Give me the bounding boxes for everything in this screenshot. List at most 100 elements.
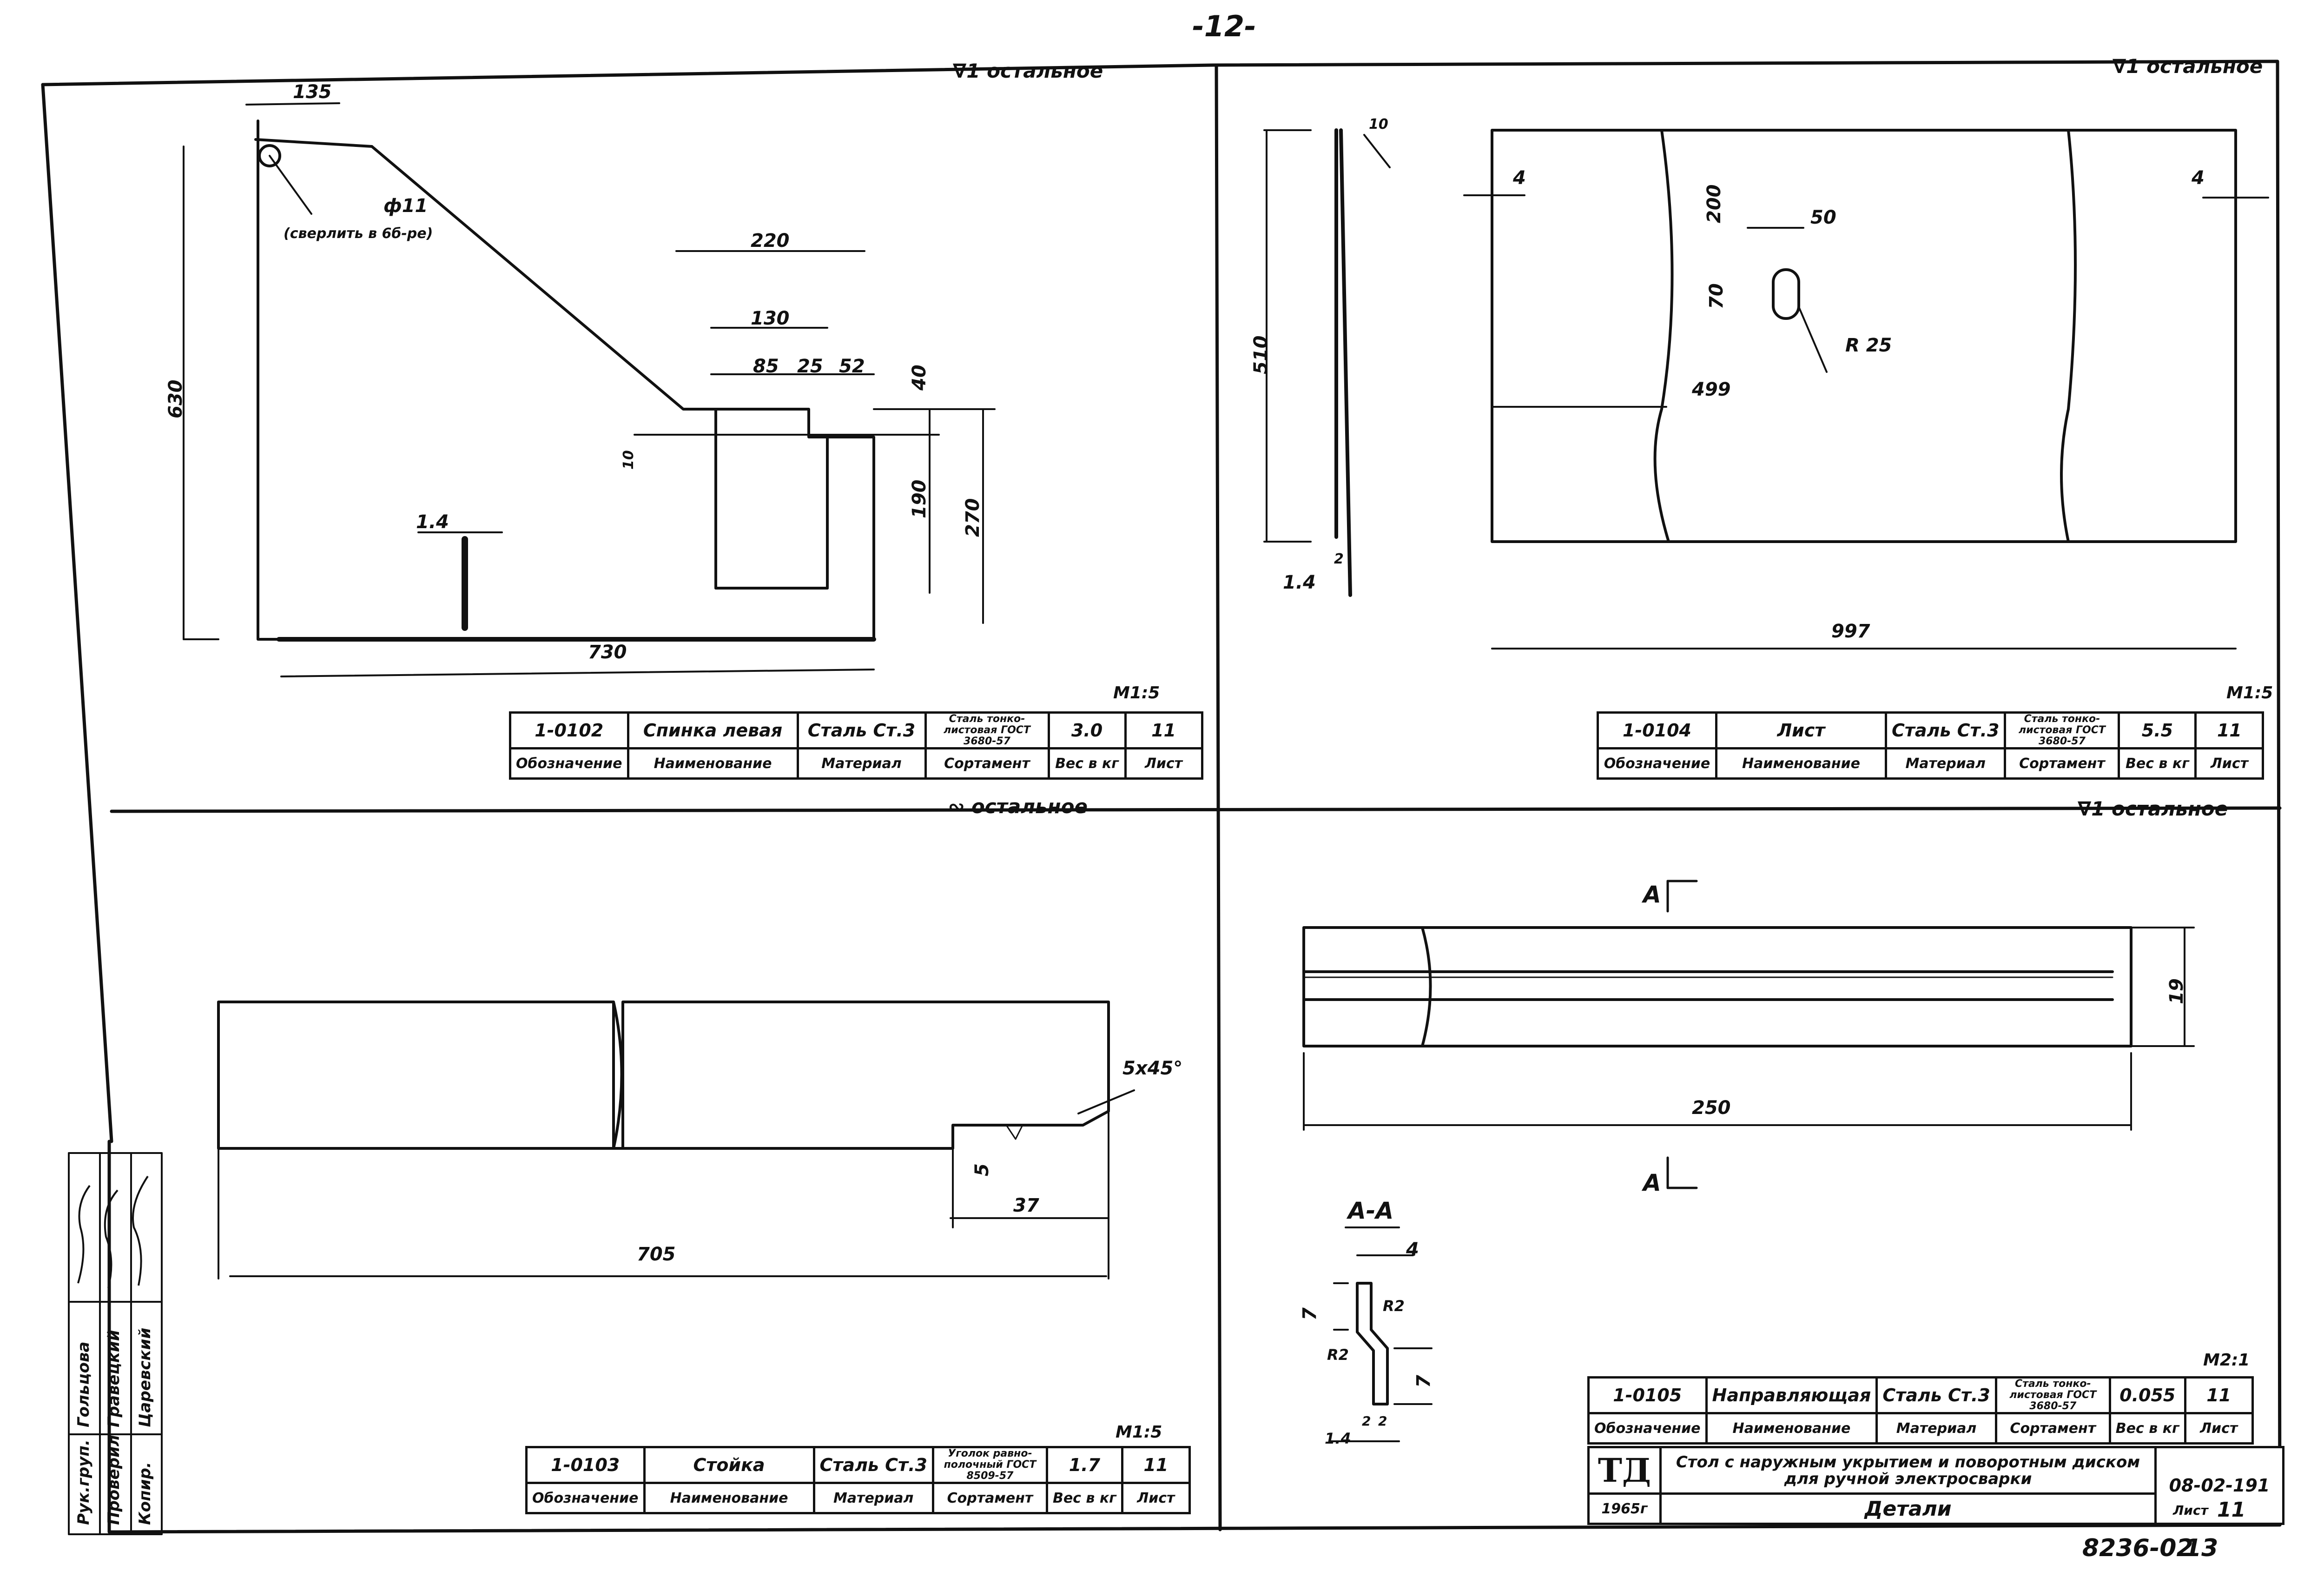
q1-dim: 630 — [165, 379, 186, 419]
document-sheet-number: 13 — [2185, 1534, 2218, 1562]
stamp-role: Проверил — [105, 1435, 123, 1525]
q2-dim: 510 — [1250, 335, 1272, 375]
material-cell: Сталь Ст.3 — [812, 1446, 934, 1484]
q4-dim: R2 — [1327, 1346, 1349, 1364]
col-material: Материал — [812, 1482, 934, 1514]
col-sheet: Лист — [1124, 747, 1203, 780]
q1-dim: 52 — [839, 356, 865, 377]
q3-scale: М1:5 — [1116, 1423, 1162, 1442]
q1-hole-note: (сверлить в 6б-ре) — [284, 225, 433, 242]
q4-dim: 7 — [1299, 1307, 1320, 1320]
col-designation: Обозначение — [509, 747, 629, 780]
q1-dim: 135 — [293, 81, 332, 103]
q1-scale: М1:5 — [1113, 683, 1160, 703]
q1-dim: 10 — [621, 450, 637, 470]
weight-cell: 0.055 — [2108, 1376, 2186, 1414]
subtitle-row: 1965г Детали — [1587, 1492, 2284, 1525]
col-material: Материал — [1875, 1412, 1997, 1445]
table-header-row: Обозначение Наименование Материал Сортам… — [509, 747, 1203, 780]
assortment-cell: Уголок равно-полочный ГОСТ 8509-57 — [931, 1446, 1048, 1484]
q3-part-drawing — [217, 1001, 1135, 1279]
table-header-row: Обозначение Наименование Материал Сортам… — [525, 1482, 1191, 1514]
q4-dim: 2 — [1378, 1413, 1387, 1429]
document-code: 8236-02 — [2082, 1534, 2193, 1562]
q2-parts-table: 1-0104 Лист Сталь Ст.3 Сталь тонко-листо… — [1597, 711, 2265, 780]
stamp-role: Копир. — [136, 1462, 154, 1525]
drawing-subtitle: Детали — [1659, 1492, 2157, 1525]
q1-dim: 85 — [753, 356, 779, 377]
name-cell: Направляющая — [1705, 1376, 1878, 1414]
stamp-name: Царевский — [136, 1327, 154, 1427]
col-weight: Вес в кг — [1047, 747, 1127, 780]
table-row: 1-0102 Спинка левая Сталь Ст.3 Сталь тон… — [509, 711, 1203, 749]
q2-dim: 1.4 — [1283, 572, 1316, 593]
q1-dim: 190 — [909, 479, 930, 519]
sheet-cell: 11 — [2194, 711, 2265, 749]
name-cell: Стойка — [643, 1446, 815, 1484]
q4-dim: 19 — [2166, 978, 2187, 1004]
q2-dim: 70 — [1706, 283, 1727, 309]
designation-cell: 1-0102 — [509, 711, 629, 749]
material-cell: Сталь Ст.3 — [1884, 711, 2007, 749]
col-designation: Обозначение — [525, 1482, 646, 1514]
q1-part-drawing — [183, 102, 996, 677]
col-designation: Обозначение — [1597, 747, 1717, 780]
q4-part-drawing — [1302, 880, 2195, 1442]
project-code: 08-02-191 — [2154, 1446, 2284, 1525]
table-header-row: Обозначение Наименование Материал Сортам… — [1587, 1412, 2254, 1445]
q2-dim: 2 — [1334, 551, 1344, 567]
q4-roughness-note: ∇1 остальное — [2078, 797, 2228, 820]
title-block: ТД Стол с наружным укрытием и поворотным… — [1587, 1446, 2284, 1525]
project-title: Стол с наружным укрытием и поворотным ди… — [1659, 1446, 2157, 1495]
table-header-row: Обозначение Наименование Материал Сортам… — [1597, 747, 2265, 780]
title-sheet-label: Лист — [2173, 1503, 2208, 1518]
q2-dim: 499 — [1692, 379, 1731, 400]
section-marker-top: А — [1643, 881, 1661, 908]
q3-dim: 37 — [1013, 1195, 1039, 1216]
col-name: Наименование — [643, 1482, 815, 1514]
weight-cell: 5.5 — [2118, 711, 2197, 749]
q3-dim: 5x45° — [1122, 1058, 1183, 1079]
section-marker-bottom: А — [1643, 1169, 1661, 1196]
sheet-cell: 11 — [1121, 1446, 1191, 1484]
col-name: Наименование — [627, 747, 799, 780]
col-weight: Вес в кг — [2108, 1412, 2186, 1445]
q4-parts-table: 1-0105 Направляющая Сталь Ст.3 Сталь тон… — [1587, 1376, 2254, 1445]
name-cell: Лист — [1715, 711, 1887, 749]
q1-roughness-note: ∇1 остальное — [953, 60, 1103, 82]
col-weight: Вес в кг — [1045, 1482, 1123, 1514]
q3-dim: 5 — [971, 1163, 993, 1176]
weight-cell: 1.7 — [1045, 1446, 1123, 1484]
q3-dim: 705 — [637, 1244, 676, 1265]
sheet-frame — [41, 60, 2282, 1534]
designation-cell: 1-0103 — [525, 1446, 646, 1484]
q4-scale: М2:1 — [2203, 1351, 2250, 1370]
col-assortment: Сортамент — [924, 747, 1050, 780]
q2-dim: 4 — [1513, 167, 1526, 189]
q2-part-drawing — [1263, 128, 2269, 650]
q1-dim: 40 — [909, 365, 930, 391]
q1-dim: 220 — [751, 230, 790, 252]
q1-hole-diameter: ф11 — [383, 195, 428, 217]
q2-dim: 997 — [1831, 621, 1870, 642]
col-material: Материал — [1884, 747, 2007, 780]
table-row: 1-0104 Лист Сталь Ст.3 Сталь тонко-листо… — [1597, 711, 2265, 749]
q4-dim: 2 — [1362, 1413, 1371, 1429]
q1-parts-table: 1-0102 Спинка левая Сталь Ст.3 Сталь тон… — [509, 711, 1203, 780]
stamp-role: Рук.груп. — [74, 1439, 93, 1525]
material-cell: Сталь Ст.3 — [796, 711, 927, 749]
page-number: -12- — [1192, 9, 1256, 43]
q1-dim: 730 — [588, 642, 627, 663]
sheet-cell: 11 — [2184, 1376, 2254, 1414]
assortment-cell: Сталь тонко-листовая ГОСТ 3680-57 — [2004, 711, 2120, 749]
designation-cell: 1-0105 — [1587, 1376, 1708, 1414]
col-designation: Обозначение — [1587, 1412, 1708, 1445]
assortment-cell: Сталь тонко-листовая ГОСТ 3680-57 — [1994, 1376, 2111, 1414]
q1-dim: 25 — [797, 356, 823, 377]
sheet-cell: 11 — [1124, 711, 1203, 749]
q4-dim: 7 — [1413, 1375, 1434, 1388]
q1-dim: 1.4 — [416, 511, 449, 533]
assortment-cell: Сталь тонко-листовая ГОСТ 3680-57 — [924, 711, 1050, 749]
